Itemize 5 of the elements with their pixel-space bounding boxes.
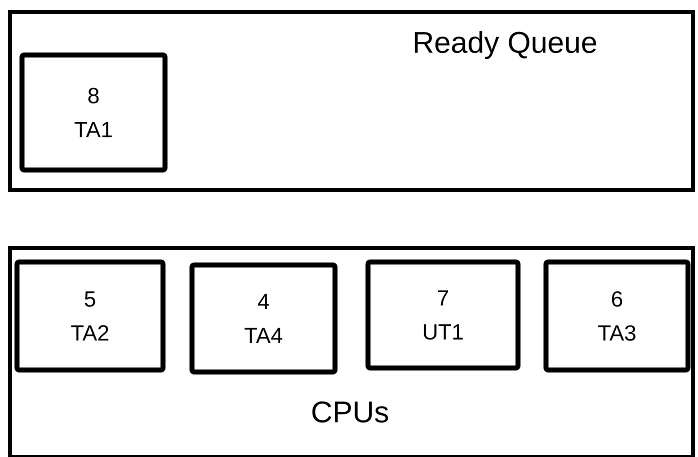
task-box: 8 TA1 bbox=[20, 52, 168, 172]
task-box: 7 UT1 bbox=[366, 259, 520, 370]
task-box: 4 TA4 bbox=[190, 262, 338, 374]
task-box: 5 TA2 bbox=[14, 259, 166, 372]
task-box: 6 TA3 bbox=[544, 259, 690, 372]
